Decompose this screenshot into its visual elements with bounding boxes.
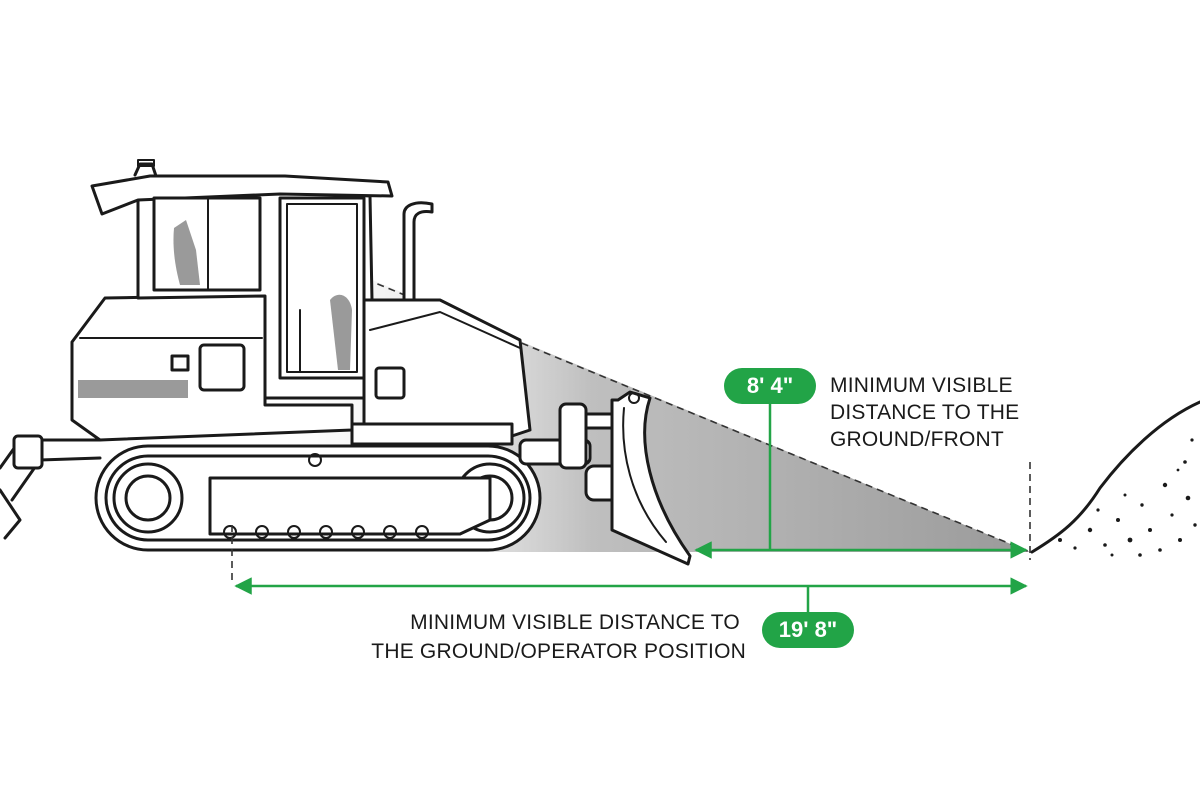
- front-distance-value: 8' 4": [747, 373, 793, 398]
- front-distance-badge: [724, 368, 816, 404]
- dozer-blade: [610, 390, 692, 566]
- rear-ripper: [0, 434, 102, 540]
- operator-distance-label: MINIMUM VISIBLE DISTANCE TO THE GROUND/O…: [371, 611, 746, 663]
- operator-distance-value: 19' 8": [779, 617, 837, 642]
- front-distance-label: MINIMUM VISIBLE DISTANCE TO THE GROUND/F…: [830, 374, 1025, 451]
- rubble-pile: [1030, 400, 1200, 557]
- dozer-illustration: [0, 159, 692, 566]
- operator-distance-badge: [762, 612, 854, 648]
